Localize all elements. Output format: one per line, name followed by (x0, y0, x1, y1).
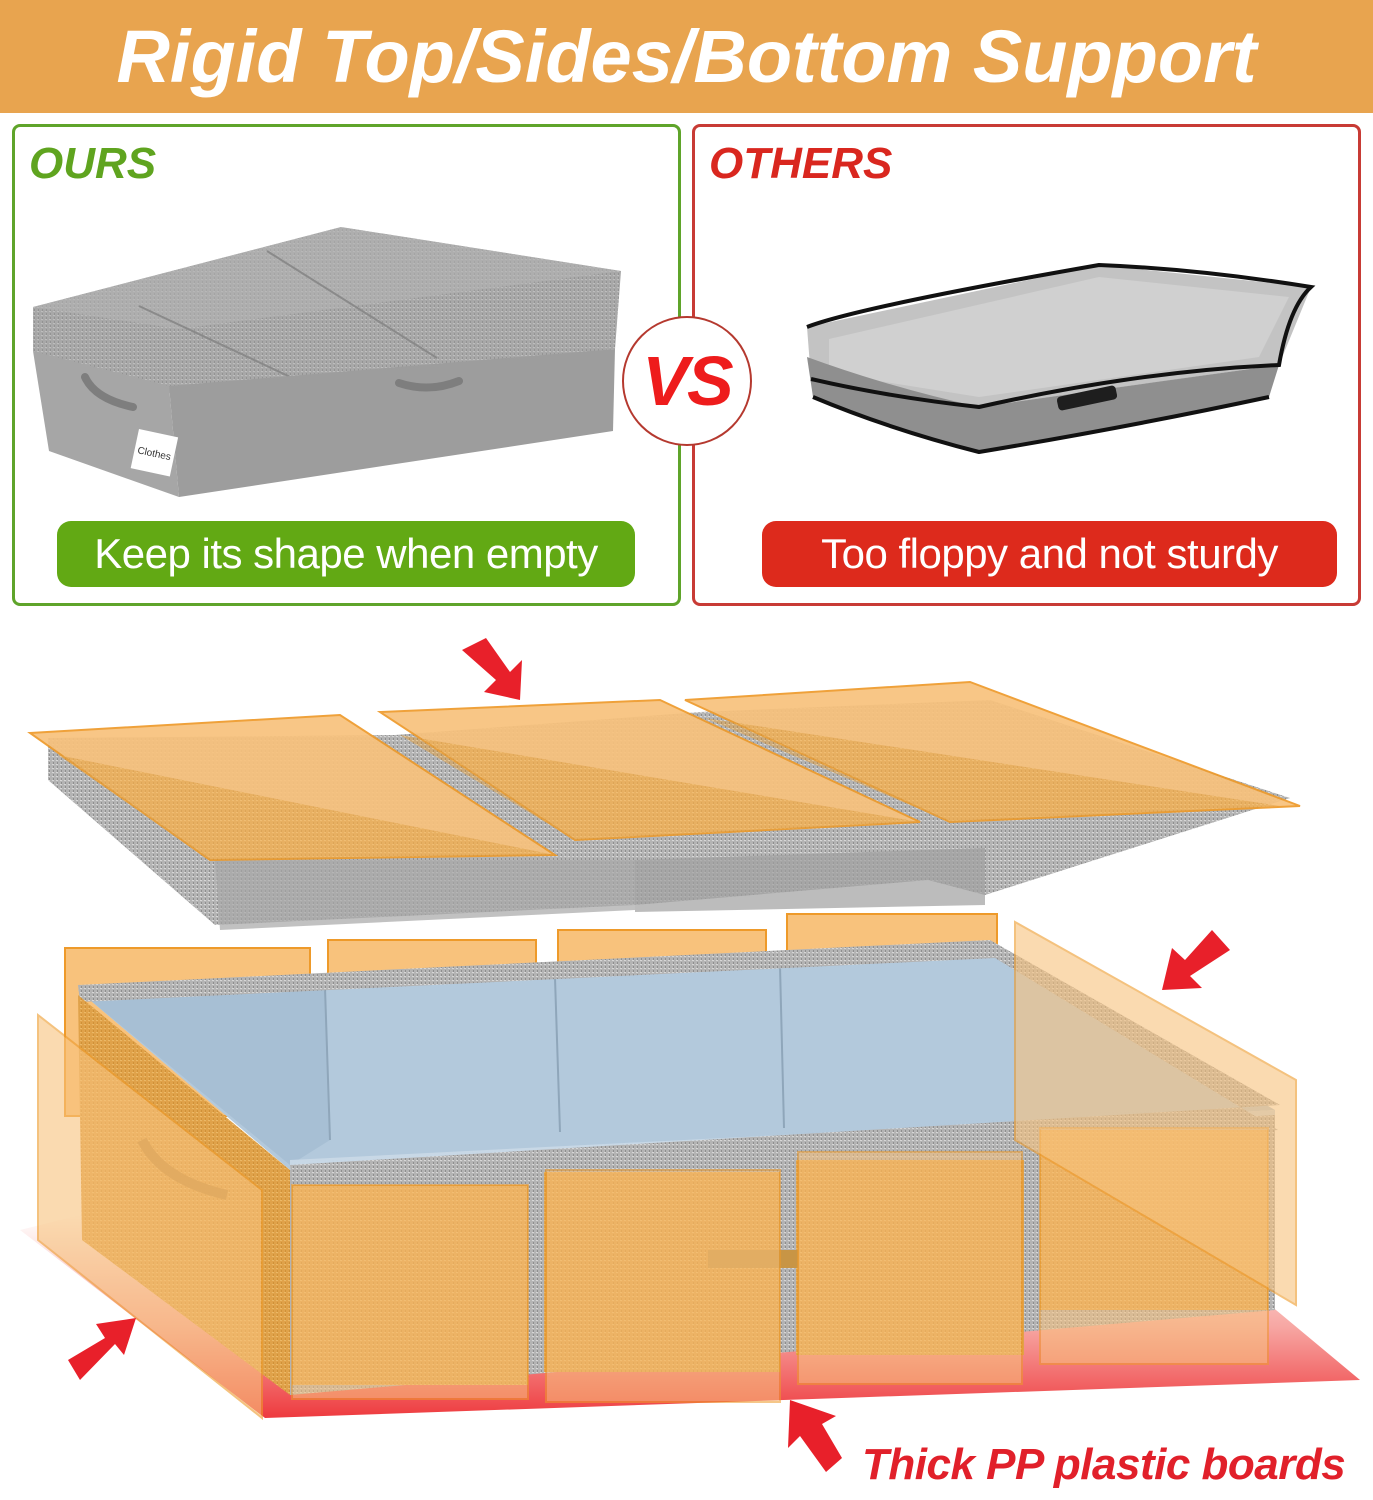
floppy-storage-bag-image (806, 262, 1316, 455)
others-tagline-pill: Too floppy and not sturdy (762, 521, 1337, 587)
lid-group (27, 680, 1301, 930)
arrow-top-lid-icon (462, 638, 522, 700)
ours-tagline-pill: Keep its shape when empty (57, 521, 635, 587)
vs-text: VS (642, 342, 733, 420)
banner-title: Rigid Top/Sides/Bottom Support (116, 15, 1257, 98)
rigid-board-structure-diagram (20, 638, 1360, 1472)
arrow-right-side-icon (1162, 930, 1230, 990)
rigid-storage-box-image: Clothes (33, 227, 621, 497)
ours-panel: OURS Clothes Keep its shape when empty (12, 124, 681, 606)
arrow-bottom-center-icon (788, 1400, 842, 1472)
header-banner: Rigid Top/Sides/Bottom Support (0, 0, 1373, 113)
others-panel: OTHERS Too floppy and not sturdy (692, 124, 1361, 606)
arrow-left-bottom-icon (68, 1318, 136, 1380)
box-body-group (37, 913, 1297, 1421)
pp-board-caption: Thick PP plastic boards (862, 1440, 1346, 1489)
ours-label: OURS (29, 139, 157, 188)
others-label: OTHERS (709, 139, 893, 188)
vs-badge: VS (622, 316, 752, 446)
